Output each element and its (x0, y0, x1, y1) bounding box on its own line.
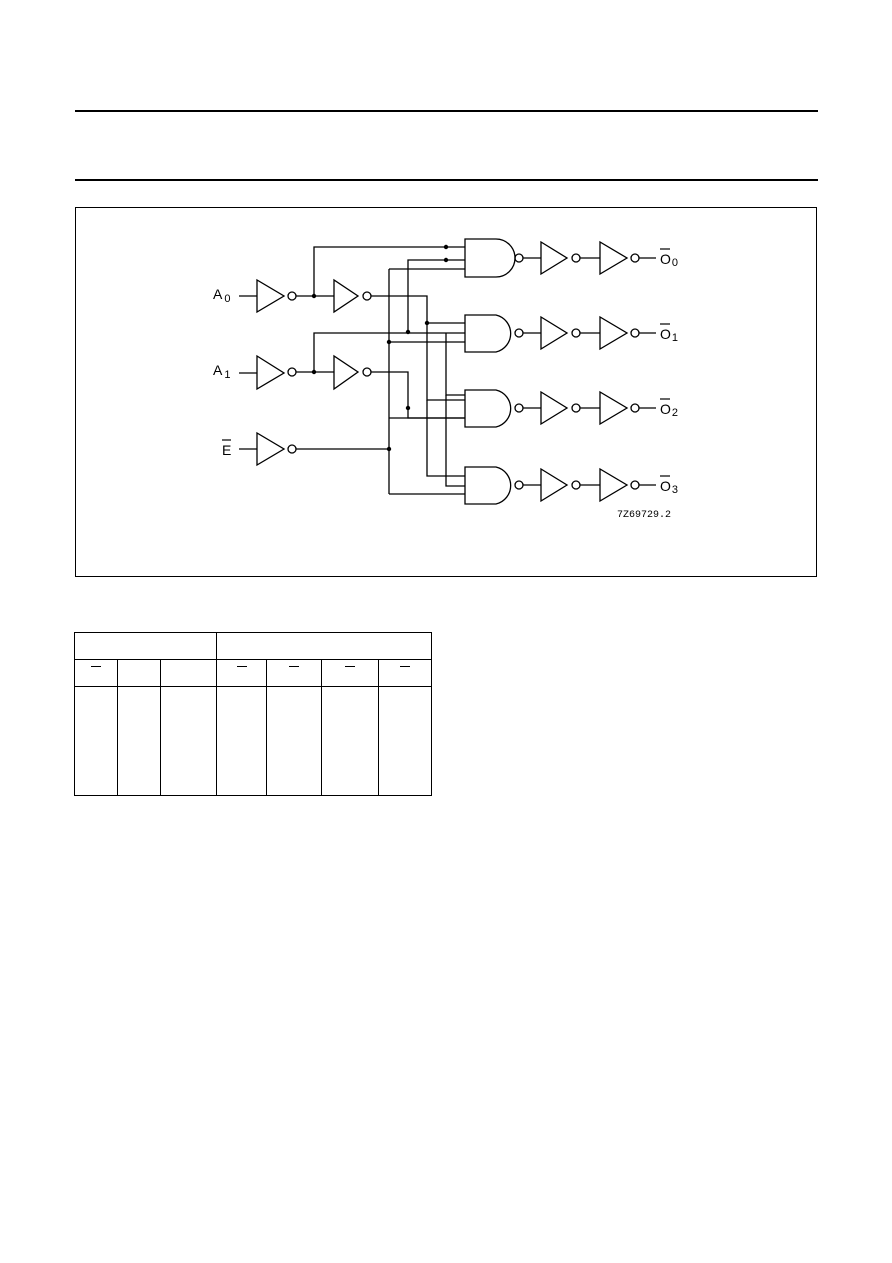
input-buffer-a0 (256, 278, 286, 314)
output-buffer-2a (540, 390, 569, 426)
input-buffer-e (256, 431, 286, 467)
truth-table-col-header (216, 659, 267, 687)
truth-table (74, 632, 432, 796)
nand-gate-0 (464, 238, 516, 278)
output-label-o0: O0 (660, 251, 678, 269)
output-buffer-1b (599, 315, 629, 351)
inverter-bubble (571, 480, 581, 490)
nand-gate-2 (464, 389, 512, 428)
inverter-bubble (514, 253, 524, 263)
inverter-bubble (630, 253, 640, 263)
output-buffer-1a (540, 315, 569, 351)
truth-table-cell (160, 686, 217, 796)
truth-table-col-header (378, 659, 432, 687)
output-buffer-3a (540, 467, 569, 503)
output-buffer-0a (540, 240, 569, 276)
inverter-a0 (333, 278, 360, 314)
output-buffer-0b (599, 240, 629, 276)
truth-table-cell (321, 686, 379, 796)
inverter-bubble (571, 403, 581, 413)
inverter-bubble (630, 328, 640, 338)
truth-table-cell (216, 686, 267, 796)
truth-table-cell (117, 686, 161, 796)
input-buffer-a1 (256, 354, 286, 391)
truth-table-inputs-header (74, 632, 217, 660)
nand-gate-1 (464, 314, 512, 353)
inverter-bubble (514, 480, 524, 490)
truth-table-col-header (266, 659, 322, 687)
nand-gate-3 (464, 466, 512, 505)
inverter-bubble (630, 480, 640, 490)
output-buffer-2b (599, 390, 629, 426)
truth-table-col-header (321, 659, 379, 687)
header-rule-top (75, 110, 818, 112)
truth-table-outputs-header (216, 632, 432, 660)
input-label-e: E (222, 442, 231, 458)
inverter-bubble (630, 403, 640, 413)
inverter-bubble (571, 253, 581, 263)
logic-diagram: A0 A1 E O0 O1 O2 O3 7Z69729.2 (213, 238, 678, 521)
truth-table-col-header (160, 659, 217, 687)
output-label-o1: O1 (660, 326, 678, 344)
inverter-bubble (514, 328, 524, 338)
truth-table-col-header (117, 659, 161, 687)
output-buffer-3b (599, 467, 629, 503)
truth-table-cell (378, 686, 432, 796)
truth-table-col-header (74, 659, 118, 687)
output-label-o2: O2 (660, 401, 678, 419)
inverter-bubble (287, 367, 297, 377)
output-label-o3: O3 (660, 478, 678, 496)
inverter-bubble (362, 291, 372, 301)
inverter-bubble (571, 328, 581, 338)
inverter-bubble (514, 403, 524, 413)
figure-code: 7Z69729.2 (617, 510, 671, 521)
inverter-bubble (287, 291, 297, 301)
inverter-bubble (362, 367, 372, 377)
inverter-a1 (333, 354, 360, 391)
truth-table-cell (266, 686, 322, 796)
inverter-bubble (287, 444, 297, 454)
header-rule-bottom (75, 179, 818, 181)
table-row (74, 686, 432, 796)
truth-table-cell (74, 686, 118, 796)
